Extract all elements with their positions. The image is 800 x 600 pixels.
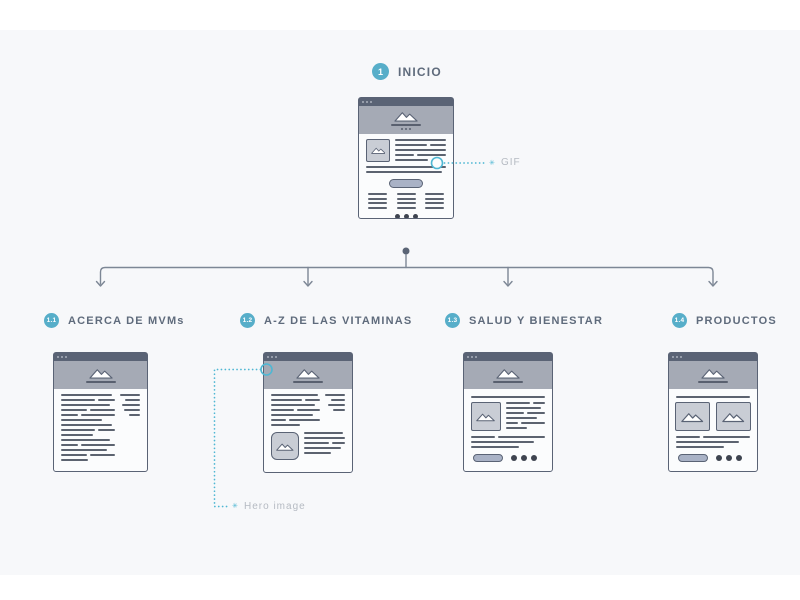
node-title: SALUD Y BIENESTAR	[469, 314, 604, 327]
browser-chrome	[359, 98, 453, 106]
text-line	[471, 441, 534, 443]
mountain-icon	[722, 412, 745, 422]
page-body	[669, 389, 757, 471]
node-badge: 1.4	[672, 313, 687, 328]
page-body	[54, 389, 147, 471]
node-badge: 1.3	[445, 313, 460, 328]
node-title: A-Z DE LAS VITAMINAS	[264, 314, 413, 327]
sidebar-lines	[120, 394, 140, 461]
page-header-band	[669, 361, 757, 389]
mountain-icon	[276, 443, 294, 451]
text-line	[676, 396, 750, 398]
intro-block	[366, 139, 446, 162]
mountain-icon	[496, 369, 520, 379]
node-label-productos: 1.4 PRODUCTOS	[672, 313, 777, 328]
annotation-gif: GIF	[501, 157, 521, 168]
media-block	[471, 402, 545, 431]
text-line	[366, 166, 446, 168]
mountain-icon	[681, 412, 704, 422]
header-dots	[401, 128, 411, 130]
text-lines	[471, 436, 545, 438]
wireframe-inicio[interactable]	[358, 97, 454, 219]
image-placeholder	[366, 139, 390, 162]
page-header-band	[264, 361, 352, 389]
mountain-icon	[88, 369, 113, 379]
image-placeholder	[675, 402, 710, 431]
product-grid	[675, 402, 751, 431]
node-label-root: 1 INICIO	[372, 63, 442, 80]
button-placeholder	[473, 454, 503, 462]
node-title: ACERCA DE MVMs	[68, 314, 185, 327]
footer-block	[471, 454, 545, 462]
node-badge: 1.1	[44, 313, 59, 328]
text-line	[471, 396, 545, 398]
text-lines	[395, 139, 446, 162]
gif-text-line	[366, 171, 442, 173]
browser-chrome	[54, 353, 147, 361]
text-line	[471, 446, 520, 448]
wireframe-acerca[interactable]	[53, 352, 148, 472]
text-line	[676, 446, 725, 448]
node-badge: 1	[372, 63, 389, 80]
media-block	[271, 432, 345, 460]
wireframe-salud[interactable]	[463, 352, 553, 472]
browser-chrome	[669, 353, 757, 361]
text-lines	[304, 432, 345, 460]
node-label-vitaminas: 1.2 A-Z DE LAS VITAMINAS	[240, 313, 412, 328]
node-label-salud: 1.3 SALUD Y BIENESTAR	[445, 313, 603, 328]
wireframe-vitaminas[interactable]	[263, 352, 353, 473]
browser-chrome	[464, 353, 552, 361]
mountain-icon	[296, 369, 320, 379]
text-lines	[676, 436, 750, 438]
text-lines	[506, 402, 545, 431]
wireframe-productos[interactable]	[668, 352, 758, 472]
footer-block	[676, 454, 750, 462]
node-badge: 1.2	[240, 313, 255, 328]
text-lines	[271, 394, 320, 426]
text-lines	[61, 394, 115, 461]
image-placeholder	[716, 402, 751, 431]
page-body	[464, 389, 552, 471]
annotation-hero-image: Hero image	[244, 501, 306, 512]
page-body	[359, 134, 453, 218]
node-label-acerca: 1.1 ACERCA DE MVMs	[44, 313, 185, 328]
button-placeholder	[389, 179, 423, 188]
page-header-band	[464, 361, 552, 389]
page-header-band	[359, 106, 453, 134]
mountain-icon	[476, 413, 496, 422]
sidebar-lines	[325, 394, 345, 426]
image-placeholder	[471, 402, 501, 431]
carousel-dots	[511, 455, 537, 461]
button-placeholder	[678, 454, 708, 462]
mountain-icon	[370, 148, 386, 155]
mountain-icon	[394, 112, 418, 122]
node-title: PRODUCTOS	[696, 314, 777, 327]
carousel-dots	[716, 455, 742, 461]
mountain-icon	[701, 369, 725, 379]
feature-columns	[366, 193, 446, 209]
carousel-dots	[366, 213, 446, 218]
page-header-band	[54, 361, 147, 389]
browser-chrome	[264, 353, 352, 361]
asterisk-icon: ✳	[232, 503, 238, 510]
page-body	[264, 389, 352, 472]
hero-image-placeholder	[271, 432, 299, 460]
text-line	[676, 441, 739, 443]
asterisk-icon: ✳	[489, 159, 495, 167]
node-title: INICIO	[398, 64, 442, 79]
